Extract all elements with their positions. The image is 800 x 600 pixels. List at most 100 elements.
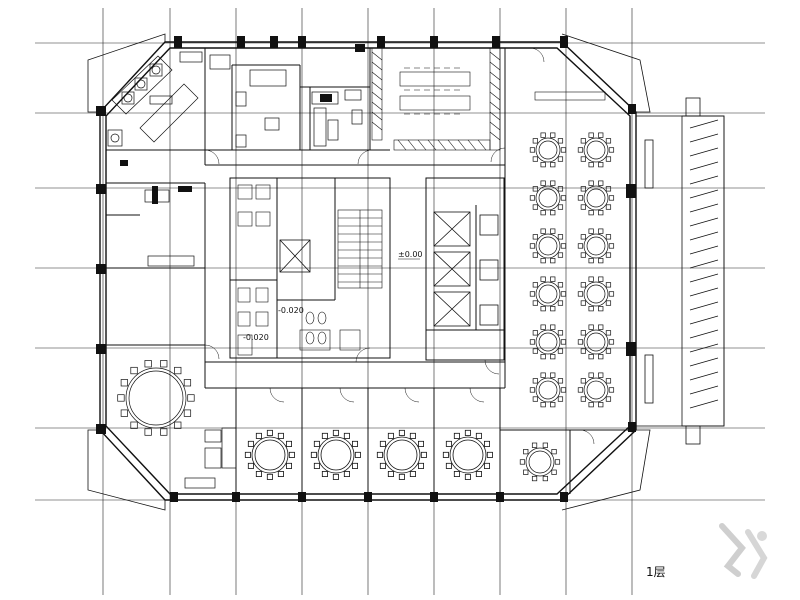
chair — [560, 387, 567, 393]
level-marker-3: -0.020 — [243, 333, 269, 342]
round-table-inner — [538, 380, 558, 400]
elevators — [279, 211, 499, 327]
chair — [453, 432, 460, 439]
chair — [598, 324, 604, 330]
level-markers: ±0.00 -0.020 -0.020 — [243, 250, 423, 342]
round-table-inner — [528, 450, 552, 474]
chair — [266, 429, 273, 436]
round-table — [535, 377, 561, 403]
chair — [540, 132, 546, 138]
chair — [445, 462, 452, 469]
round-table — [583, 137, 609, 163]
chair — [532, 252, 538, 258]
chair — [160, 360, 168, 368]
chair — [529, 387, 536, 393]
restroom-fixtures — [237, 184, 361, 356]
chair — [540, 372, 546, 378]
chair — [580, 330, 586, 336]
chair — [557, 156, 564, 162]
round-table — [251, 436, 289, 474]
drawing-caption: 1层 — [646, 565, 666, 579]
round-table-inner — [538, 284, 558, 304]
chair — [285, 462, 292, 469]
chair — [417, 462, 424, 469]
chair — [580, 138, 586, 144]
chair — [117, 394, 125, 402]
chair — [417, 440, 424, 447]
chair — [442, 451, 449, 458]
chair — [580, 186, 586, 192]
round-table — [449, 436, 487, 474]
chair — [550, 180, 556, 186]
structural-columns — [96, 36, 636, 502]
chair — [409, 470, 416, 477]
chair — [532, 186, 538, 192]
chair — [588, 258, 594, 264]
stair — [337, 209, 383, 289]
chair — [183, 379, 192, 387]
chair — [588, 210, 594, 216]
round-table — [583, 329, 609, 355]
round-table — [125, 367, 187, 429]
chair — [247, 462, 254, 469]
chair — [540, 276, 546, 282]
chair — [523, 469, 529, 475]
chair — [550, 354, 556, 360]
chair — [605, 396, 612, 402]
chair — [577, 339, 584, 345]
chair — [557, 282, 564, 288]
chair — [445, 440, 452, 447]
chair — [577, 147, 584, 153]
chair — [532, 378, 538, 384]
round-table — [535, 137, 561, 163]
chair — [529, 291, 536, 297]
chair — [144, 428, 152, 436]
round-table — [317, 436, 355, 474]
chair — [608, 339, 615, 345]
chair — [532, 282, 538, 288]
chair — [605, 234, 612, 240]
chair — [313, 440, 320, 447]
chair — [532, 330, 538, 336]
round-table — [535, 281, 561, 307]
chair — [580, 234, 586, 240]
round-table-inner — [586, 284, 606, 304]
chair — [464, 429, 471, 436]
chair — [580, 204, 586, 210]
chair — [351, 462, 358, 469]
chair — [266, 473, 273, 480]
chair — [532, 396, 538, 402]
chair — [247, 440, 254, 447]
chair — [577, 387, 584, 393]
chair — [409, 432, 416, 439]
chair — [588, 132, 594, 138]
chair — [608, 195, 615, 201]
round-table — [583, 185, 609, 211]
chair — [550, 210, 556, 216]
round-table — [525, 447, 555, 477]
chair — [277, 432, 284, 439]
round-table-inner — [586, 188, 606, 208]
chair — [557, 348, 564, 354]
chair — [532, 138, 538, 144]
chair — [588, 228, 594, 234]
chair — [332, 473, 339, 480]
chair — [160, 428, 168, 436]
chair — [557, 300, 564, 306]
chair — [554, 459, 561, 465]
watermark-logo — [719, 523, 768, 579]
chair — [588, 306, 594, 312]
chair — [598, 306, 604, 312]
chair — [557, 138, 564, 144]
chair — [540, 228, 546, 234]
round-table-inner — [254, 439, 286, 471]
chair — [605, 378, 612, 384]
chair — [598, 180, 604, 186]
chair — [475, 432, 482, 439]
level-marker-2: -0.020 — [278, 306, 304, 315]
chair — [557, 330, 564, 336]
chair — [580, 300, 586, 306]
chair — [588, 276, 594, 282]
chair — [531, 442, 538, 448]
